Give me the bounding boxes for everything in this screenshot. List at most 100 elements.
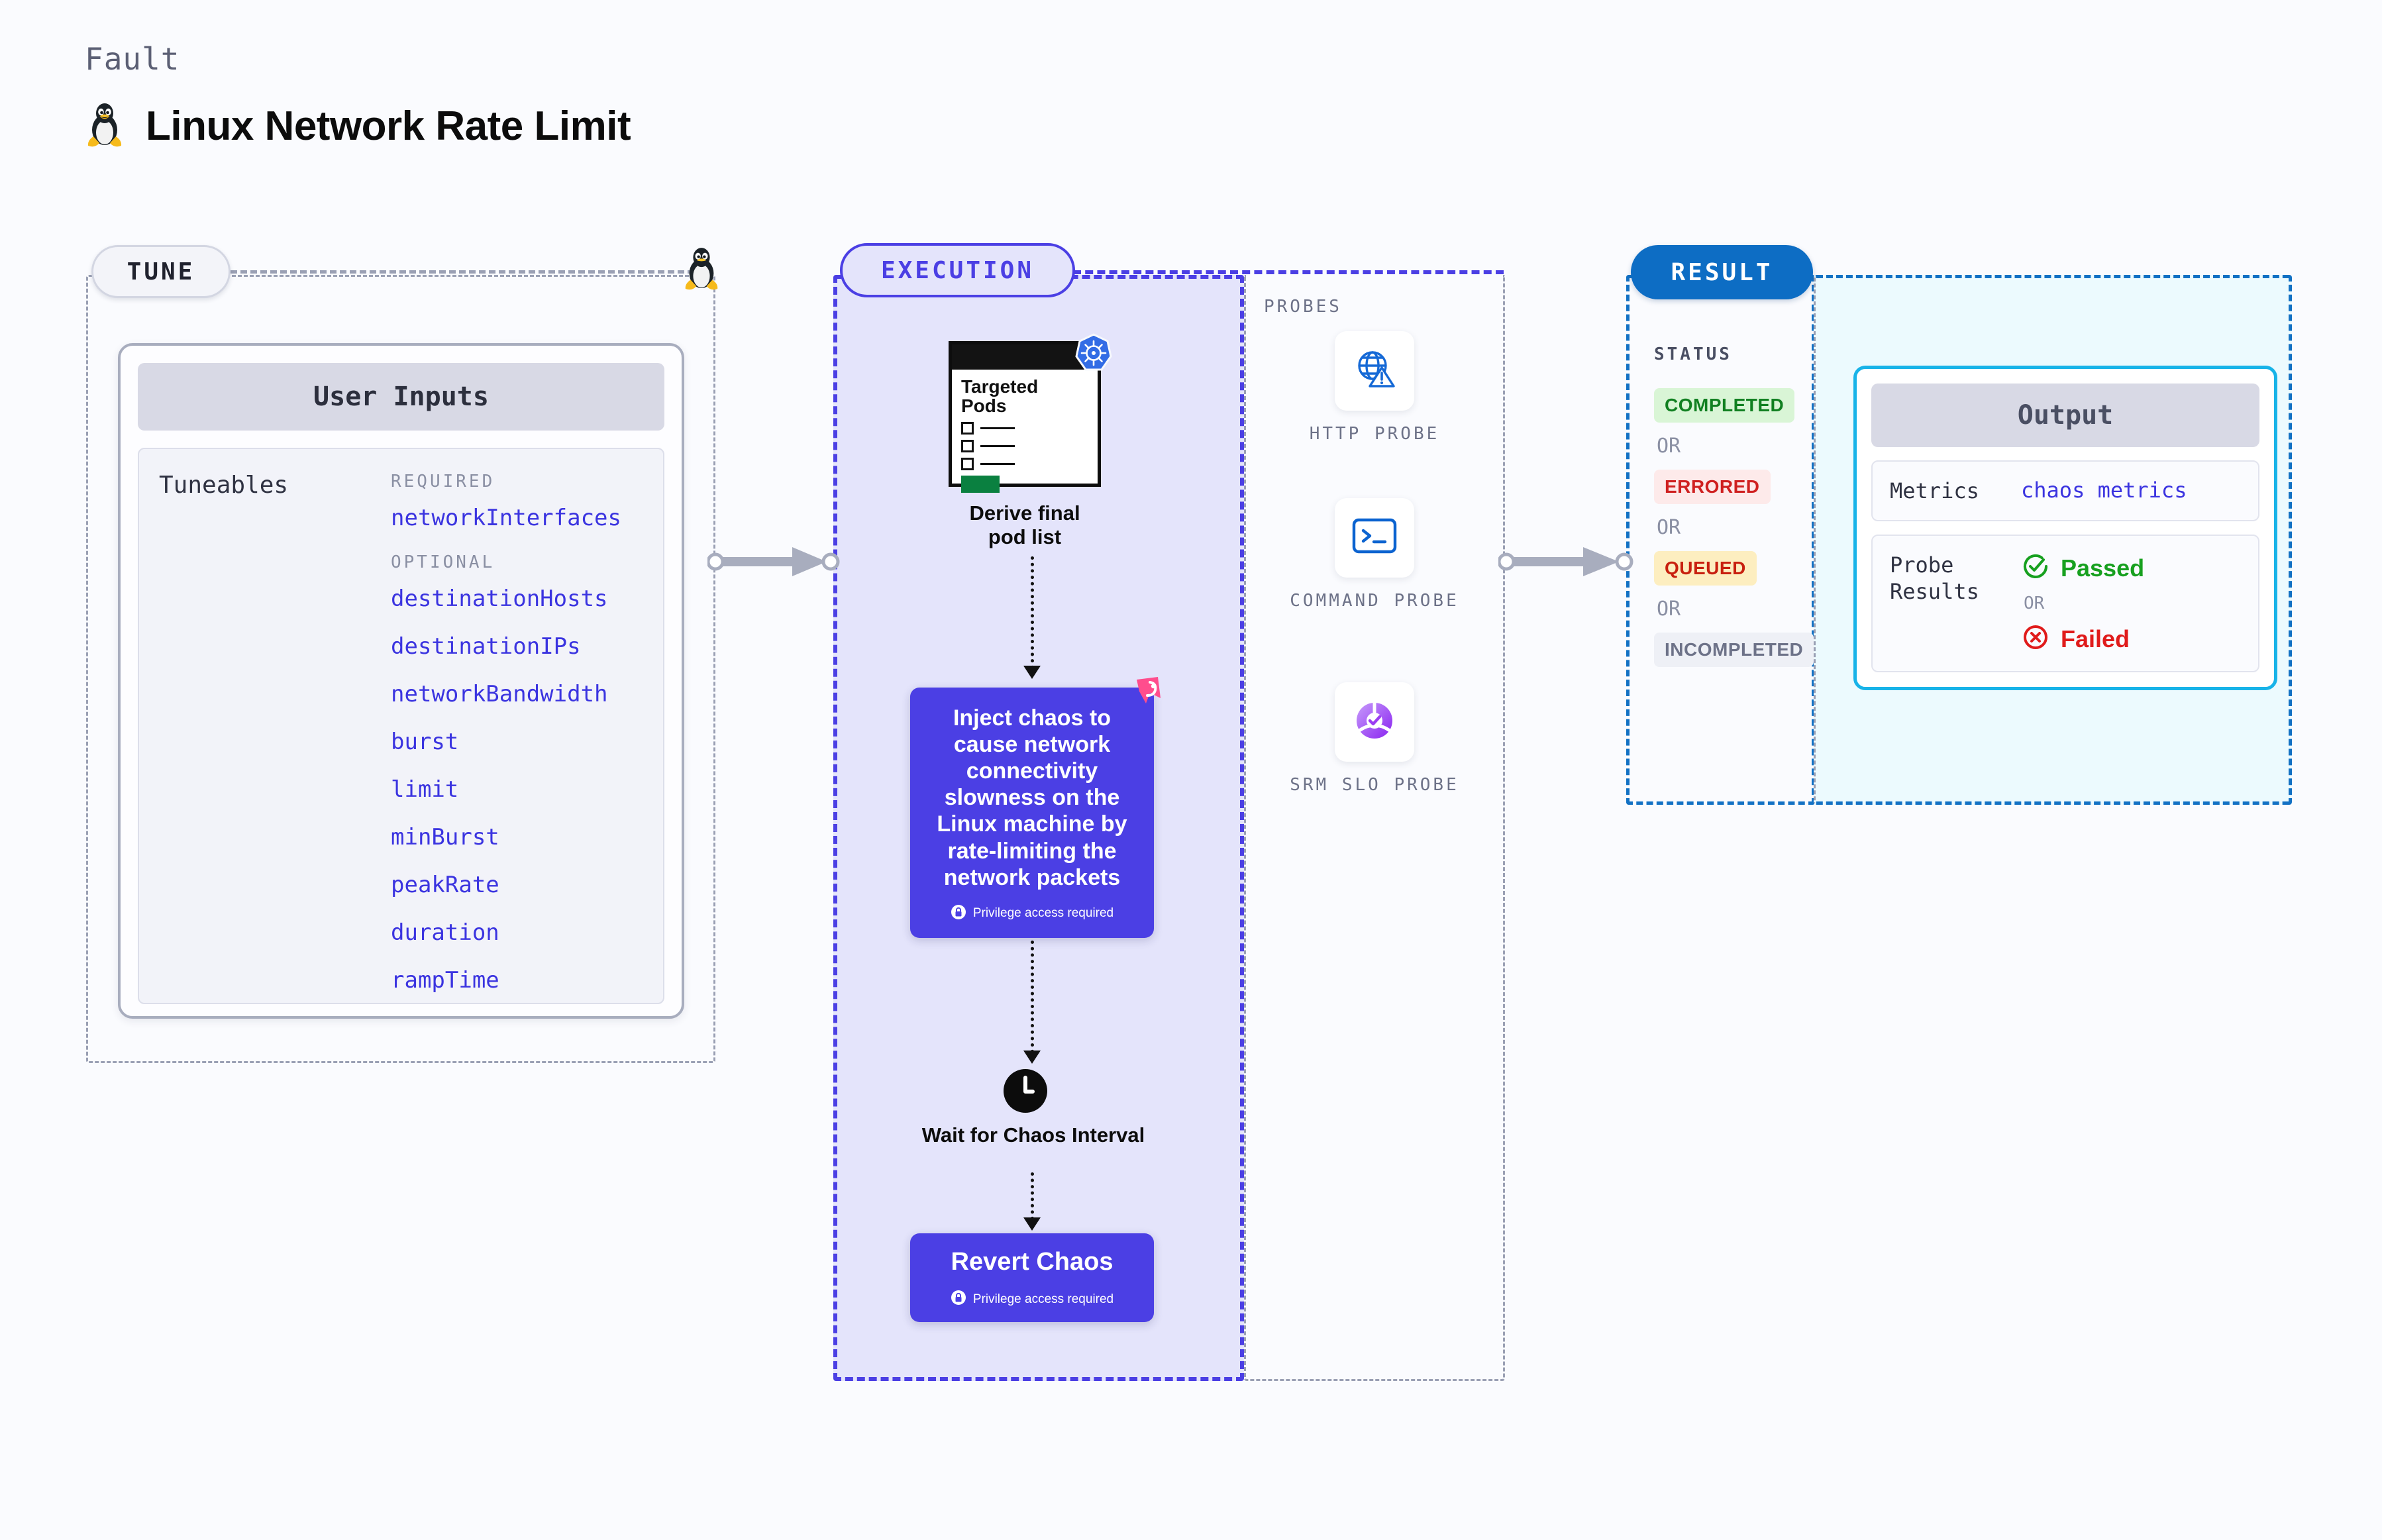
flow-arrow-execution-to-result bbox=[1497, 543, 1634, 584]
tuneable-item[interactable]: networkBandwidth bbox=[391, 681, 608, 707]
tuneable-item[interactable]: networkInterfaces bbox=[391, 505, 621, 531]
page-header: Fault Linux Network Rate Limit bbox=[85, 41, 631, 150]
checkbox-icon bbox=[961, 422, 974, 435]
flow-arrowhead bbox=[1023, 1217, 1041, 1231]
probe-srm-slo[interactable]: SRM SLO PROBE bbox=[1244, 682, 1505, 797]
x-circle-icon bbox=[2021, 623, 2050, 655]
group-title-optional: OPTIONAL bbox=[391, 552, 495, 572]
litmus-chaos-icon bbox=[1130, 673, 1165, 711]
targeted-pods-block: Targeted Pods bbox=[949, 333, 1112, 549]
tuneable-item[interactable]: destinationIPs bbox=[391, 633, 581, 660]
tuneable-item[interactable]: destinationHosts bbox=[391, 586, 608, 612]
flow-line-wait-to-revert bbox=[1031, 1172, 1034, 1220]
status-badge-queued: QUEUED bbox=[1654, 551, 1757, 586]
user-inputs-card: User Inputs Tuneables REQUIRED networkIn… bbox=[118, 343, 684, 1019]
or-separator: OR bbox=[1657, 516, 1681, 539]
wait-caption: Wait for Chaos Interval bbox=[921, 1123, 1145, 1147]
tuneable-item[interactable]: minBurst bbox=[391, 824, 499, 850]
flow-line-pods-to-inject bbox=[1031, 556, 1034, 669]
user-inputs-header: User Inputs bbox=[138, 363, 664, 431]
inject-chaos-card: Inject chaos to cause network connectivi… bbox=[910, 677, 1161, 938]
revert-chaos-title: Revert Chaos bbox=[951, 1248, 1113, 1276]
probe-command[interactable]: COMMAND PROBE bbox=[1244, 498, 1505, 613]
probe-results-values: Passed OR Failed bbox=[2021, 552, 2144, 655]
probe-icon-card bbox=[1335, 498, 1414, 578]
tuneable-item[interactable]: peakRate bbox=[391, 872, 499, 898]
kubernetes-icon bbox=[1072, 333, 1115, 378]
flow-arrowhead bbox=[1023, 1051, 1041, 1064]
privilege-note-row: Privilege access required bbox=[927, 904, 1137, 923]
failed-label: Failed bbox=[2061, 625, 2130, 652]
or-separator: OR bbox=[1657, 435, 1681, 458]
execution-section-pill: EXECUTION bbox=[840, 243, 1075, 297]
pods-card-topbar bbox=[952, 344, 1098, 370]
title-row: Linux Network Rate Limit bbox=[85, 102, 631, 150]
page-title: Linux Network Rate Limit bbox=[146, 103, 631, 149]
status-badge-errored: ERRORED bbox=[1654, 470, 1771, 504]
slo-gauge-check-icon bbox=[1350, 696, 1399, 748]
pods-card-body: Targeted Pods bbox=[952, 370, 1098, 501]
tux-penguin-icon bbox=[85, 102, 125, 150]
probe-label: COMMAND PROBE bbox=[1290, 591, 1459, 611]
pods-title-line2: Pods bbox=[961, 395, 1007, 416]
pods-list-item bbox=[961, 440, 1088, 453]
output-row-metrics: Metrics chaos metrics bbox=[1871, 460, 2259, 521]
probe-result-passed: Passed bbox=[2021, 552, 2144, 584]
probes-section-boundary bbox=[1244, 275, 1505, 1381]
pods-list-item bbox=[961, 422, 1088, 435]
placeholder-line bbox=[980, 445, 1015, 448]
pods-status-bar bbox=[961, 476, 1000, 493]
terminal-icon bbox=[1351, 516, 1398, 560]
clock-icon bbox=[1002, 1068, 1049, 1117]
tuneable-item[interactable]: rampTime bbox=[391, 967, 499, 994]
status-list: COMPLETED OR ERRORED OR QUEUED OR INCOMP… bbox=[1654, 388, 1814, 667]
probe-icon-card bbox=[1335, 331, 1414, 411]
check-circle-icon bbox=[2021, 552, 2050, 584]
flow-arrowhead bbox=[1023, 666, 1041, 679]
output-header: Output bbox=[1871, 384, 2259, 447]
pods-caption: Derive final pod list bbox=[969, 501, 1080, 548]
checkbox-icon bbox=[961, 458, 974, 471]
status-badge-completed: COMPLETED bbox=[1654, 388, 1795, 423]
tune-section-boundary bbox=[86, 275, 715, 1063]
flow-arrow-tune-to-execution bbox=[706, 543, 840, 584]
globe-warning-icon bbox=[1350, 345, 1399, 397]
tuneables-panel: Tuneables REQUIRED networkInterfaces OPT… bbox=[138, 448, 664, 1004]
tuneables-label: Tuneables bbox=[159, 472, 289, 499]
probe-icon-card bbox=[1335, 682, 1414, 762]
lock-icon bbox=[951, 1290, 966, 1309]
checkbox-icon bbox=[961, 440, 974, 453]
privilege-note-row: Privilege access required bbox=[923, 1290, 1141, 1309]
result-section-pill: RESULT bbox=[1631, 245, 1813, 299]
pods-title-line1: Targeted bbox=[961, 376, 1039, 397]
probes-section-title: PROBES bbox=[1264, 297, 1342, 317]
group-title-required: REQUIRED bbox=[391, 472, 495, 491]
pods-card-title: Targeted Pods bbox=[961, 376, 1088, 416]
lock-icon bbox=[951, 904, 966, 923]
probe-result-failed: Failed bbox=[2021, 623, 2144, 655]
inject-chaos-text: Inject chaos to cause network connectivi… bbox=[937, 705, 1127, 890]
execution-pill-connector bbox=[1073, 270, 1504, 274]
placeholder-line bbox=[980, 427, 1015, 430]
status-badge-incompleted: INCOMPLETED bbox=[1654, 633, 1814, 667]
tuneable-item[interactable]: limit bbox=[391, 776, 459, 803]
or-separator: OR bbox=[1657, 597, 1681, 621]
passed-label: Passed bbox=[2061, 554, 2145, 582]
tune-pill-connector bbox=[231, 270, 694, 274]
metrics-value[interactable]: chaos metrics bbox=[2021, 478, 2187, 503]
flow-line-inject-to-wait bbox=[1031, 941, 1034, 1053]
privilege-note: Privilege access required bbox=[972, 906, 1114, 921]
fault-kicker: Fault bbox=[85, 41, 180, 77]
probe-http[interactable]: HTTP PROBE bbox=[1244, 331, 1505, 446]
metrics-key: Metrics bbox=[1890, 478, 1979, 503]
probe-label: HTTP PROBE bbox=[1309, 424, 1440, 444]
pods-list-item bbox=[961, 458, 1088, 471]
tux-penguin-icon bbox=[682, 246, 721, 296]
revert-chaos-card: Revert Chaos Privilege access required bbox=[910, 1233, 1154, 1322]
privilege-note: Privilege access required bbox=[972, 1292, 1114, 1306]
tuneable-item[interactable]: burst bbox=[391, 729, 459, 755]
tuneable-item[interactable]: duration bbox=[391, 919, 499, 946]
